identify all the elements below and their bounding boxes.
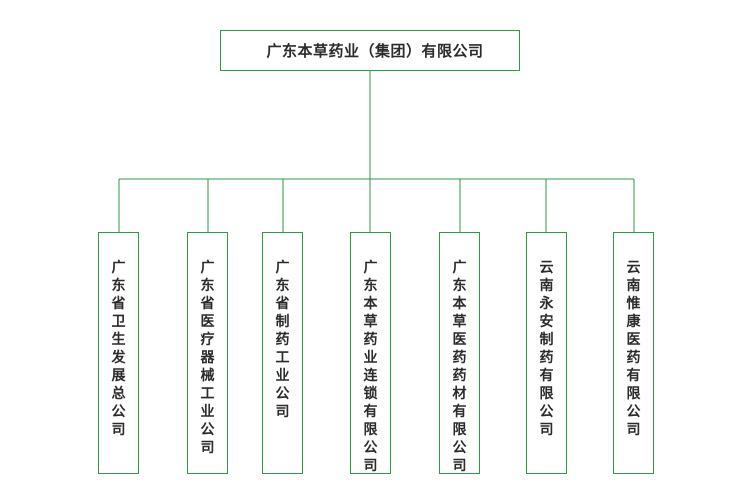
- child-node-3: 广东省制药工业公司: [262, 232, 303, 474]
- child-node-7: 云南惟康医药有限公司: [613, 232, 654, 474]
- child-node-6-label: 云南永安制药有限公司: [539, 260, 554, 438]
- child-node-7-label: 云南惟康医药有限公司: [626, 260, 641, 438]
- root-node-label: 广东本草药业（集团）有限公司: [266, 42, 484, 60]
- child-node-1: 广东省卫生发展总公司: [98, 232, 139, 474]
- child-node-4-label: 广东本草药业连锁有限公司: [363, 260, 378, 474]
- child-node-2: 广东省医疗器械工业公司: [187, 232, 228, 474]
- child-node-3-label: 广东省制药工业公司: [275, 260, 290, 420]
- root-node: 广东本草药业（集团）有限公司: [220, 30, 520, 71]
- child-node-1-label: 广东省卫生发展总公司: [111, 260, 126, 438]
- child-node-6: 云南永安制药有限公司: [526, 232, 567, 474]
- child-node-5-label: 广东本草医药药材有限公司: [452, 260, 467, 474]
- child-node-4: 广东本草药业连锁有限公司: [350, 232, 391, 474]
- child-node-2-label: 广东省医疗器械工业公司: [200, 260, 215, 456]
- child-node-5: 广东本草医药药材有限公司: [439, 232, 480, 474]
